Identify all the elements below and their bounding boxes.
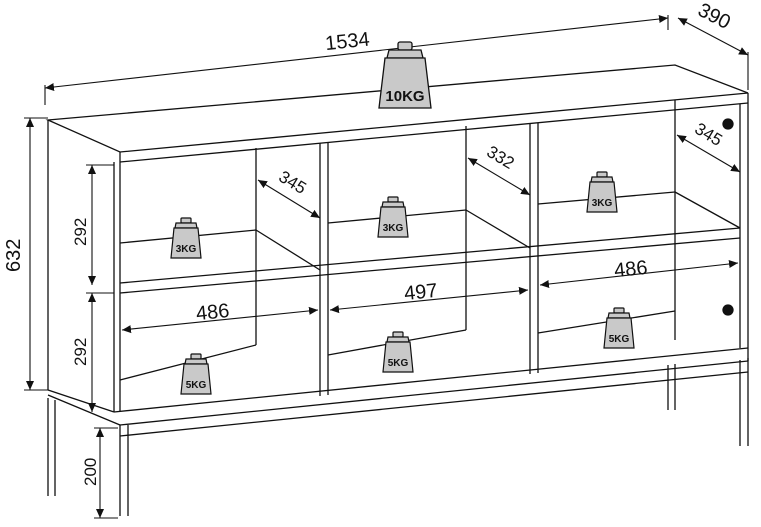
middle-shelf bbox=[119, 227, 741, 284]
weight-5kg-left-icon: 5KG bbox=[180, 353, 212, 395]
total-height-label: 632 bbox=[3, 239, 25, 272]
dimension-lines bbox=[24, 15, 749, 519]
weight-3kg-right-label: 3KG bbox=[592, 198, 613, 209]
depth-label: 390 bbox=[694, 0, 734, 34]
leg-height-label: 200 bbox=[81, 458, 100, 486]
weight-5kg-right-label: 5KG bbox=[609, 334, 630, 345]
weight-10kg-label: 10KG bbox=[385, 88, 424, 105]
weight-5kg-left-label: 5KG bbox=[186, 380, 207, 391]
weight-3kg-middle-icon: 3KG bbox=[377, 196, 409, 238]
right-column-width-label: 486 bbox=[613, 257, 648, 282]
left-column-width-label: 486 bbox=[195, 300, 230, 325]
cabinet-top-front-edge bbox=[119, 102, 749, 163]
weight-5kg-middle-label: 5KG bbox=[388, 358, 409, 369]
weight-3kg-middle-label: 3KG bbox=[383, 223, 404, 234]
bottom-compartment-height-label: 292 bbox=[71, 338, 90, 366]
hinge-icons bbox=[722, 118, 734, 316]
middle-column-width-label: 497 bbox=[403, 280, 438, 305]
weight-5kg-right-icon: 5KG bbox=[603, 307, 635, 349]
dimension-labels: 1534 390 632 292 292 200 486 497 486 345… bbox=[3, 0, 734, 486]
right-inner-depth-label: 345 bbox=[691, 119, 725, 150]
cabinet-drawing bbox=[45, 64, 749, 516]
legs bbox=[47, 358, 749, 516]
top-compartment-height-label: 292 bbox=[71, 218, 90, 246]
weight-3kg-left-icon: 3KG bbox=[170, 217, 202, 259]
weight-10kg-icon: 10KG bbox=[378, 41, 432, 109]
weight-3kg-right-icon: 3KG bbox=[586, 171, 618, 213]
middle-inner-depth-label: 332 bbox=[483, 142, 517, 173]
weight-5kg-middle-icon: 5KG bbox=[382, 331, 414, 373]
bottom-panel bbox=[113, 347, 749, 413]
total-width-label: 1534 bbox=[324, 29, 371, 56]
weight-3kg-left-label: 3KG bbox=[176, 244, 197, 255]
